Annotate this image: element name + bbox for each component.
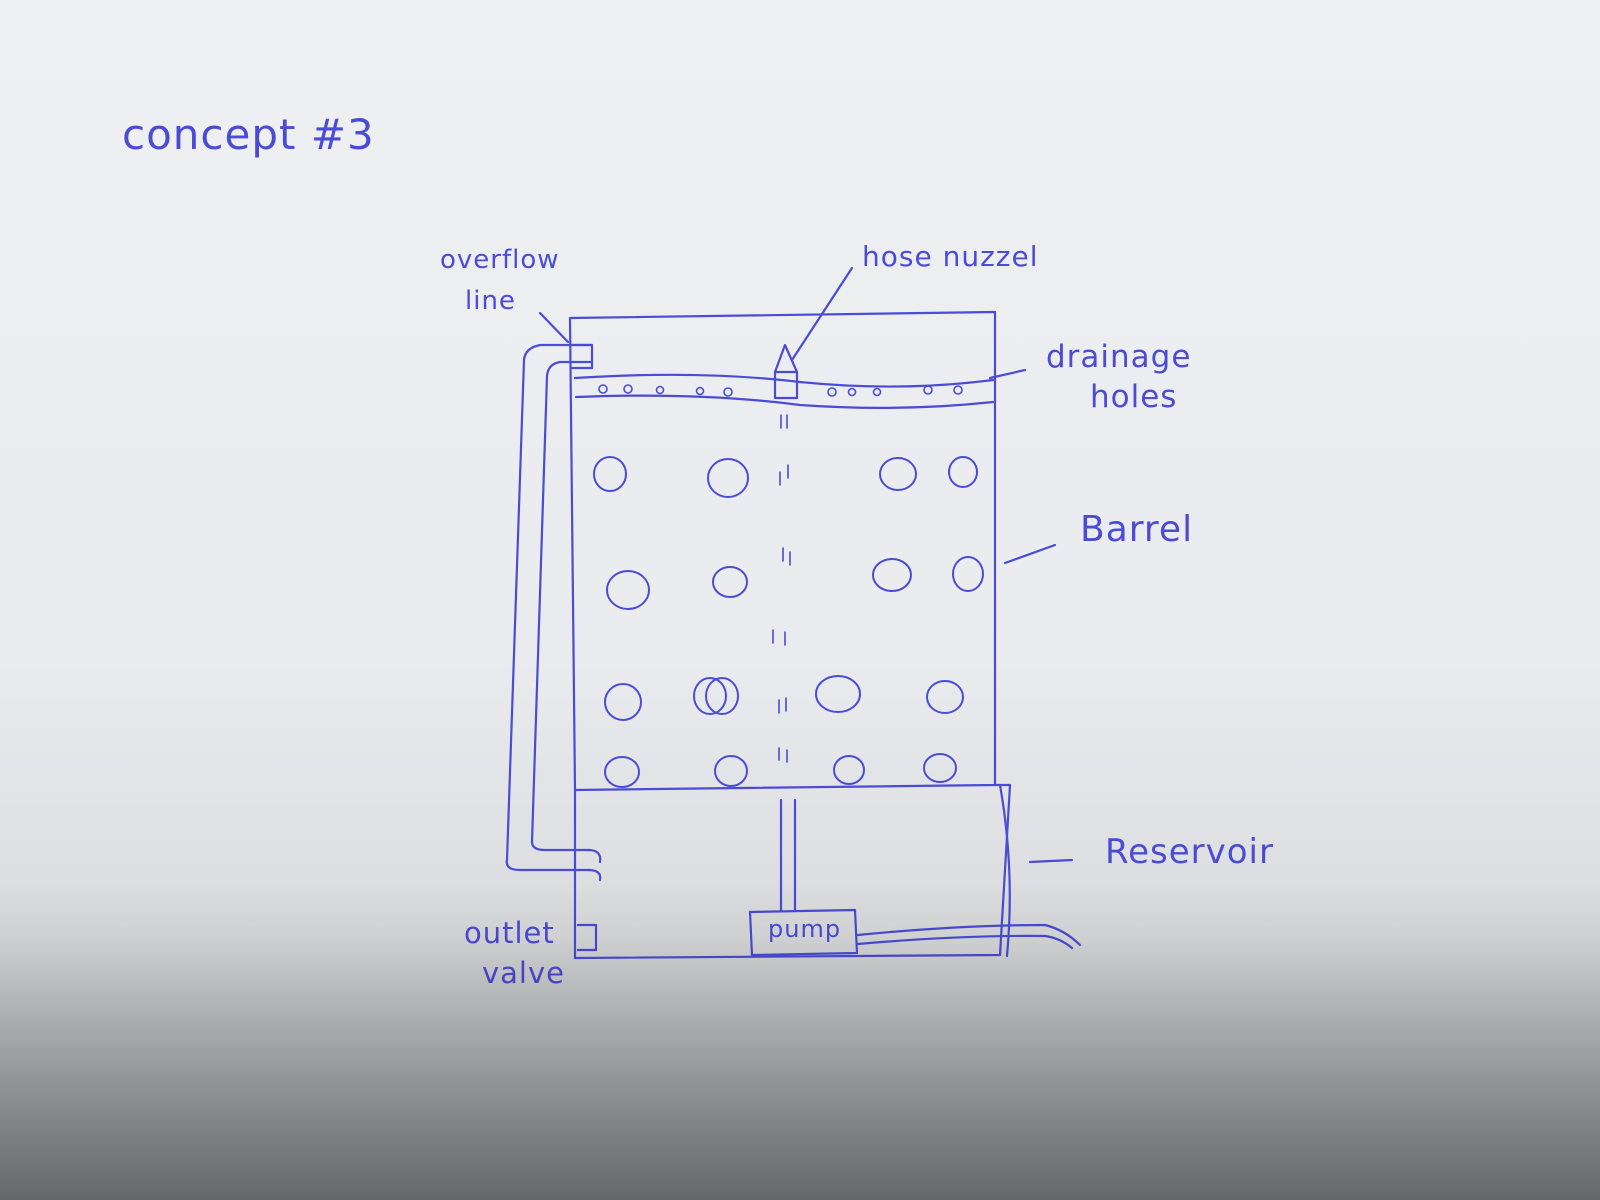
drainage-leader xyxy=(990,370,1025,378)
barrel-leader xyxy=(1005,545,1055,563)
label-overflow-line-1: overflow xyxy=(440,245,560,275)
label-outlet-valve-2: valve xyxy=(482,956,565,990)
reservoir-leader xyxy=(1030,860,1072,862)
hose-nozzle-leader xyxy=(792,268,852,360)
overflow-pipe-outer xyxy=(507,345,592,870)
page-title: concept #3 xyxy=(122,110,375,159)
pump-box xyxy=(750,910,857,955)
water-stream xyxy=(773,415,790,762)
label-overflow-line-2: line xyxy=(465,286,516,316)
label-outlet-valve-1: outlet xyxy=(464,916,555,950)
overflow-port xyxy=(572,345,592,368)
overflow-pipe-inner xyxy=(532,362,592,850)
overflow-leader xyxy=(540,313,568,342)
label-drainage-holes-1: drainage xyxy=(1046,339,1192,375)
pump-power-line xyxy=(858,925,1080,948)
overflow-return-hook xyxy=(588,850,600,880)
label-hose-nozzle: hose nuzzel xyxy=(862,240,1039,273)
label-drainage-holes-2: holes xyxy=(1090,379,1178,415)
drainage-plate xyxy=(575,375,993,387)
drainage-plate-bottom xyxy=(576,396,993,408)
plant-sites xyxy=(594,457,983,787)
hose-nozzle xyxy=(775,345,797,398)
reservoir-outline xyxy=(575,785,1010,958)
pump-riser-pipe xyxy=(781,800,795,910)
label-reservoir: Reservoir xyxy=(1105,832,1274,872)
label-pump: pump xyxy=(768,915,842,943)
outlet-valve xyxy=(578,925,596,950)
label-barrel: Barrel xyxy=(1080,509,1194,550)
drainage-holes xyxy=(599,385,962,396)
